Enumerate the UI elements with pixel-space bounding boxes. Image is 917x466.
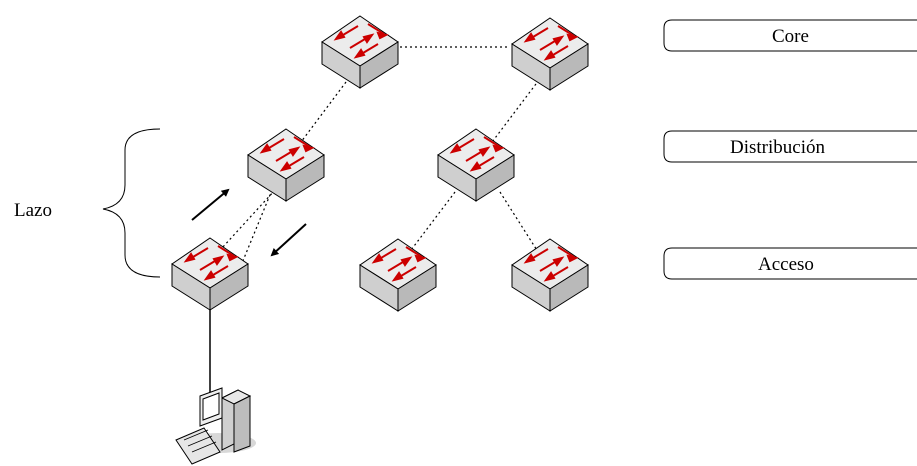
loop-arrow-up [191, 188, 230, 221]
link-loop-1 [221, 189, 276, 249]
loop-label: Lazo [14, 200, 52, 221]
distribution-switch-left-icon [247, 128, 325, 202]
link-core-distribution-left [294, 69, 356, 151]
pc-workstation-icon [175, 387, 256, 465]
core-switch-right-icon [511, 17, 589, 91]
link-loop-2 [239, 189, 273, 269]
connections [221, 46, 546, 269]
link-distribution-access-right [499, 191, 541, 256]
layer-label-access: Acceso [663, 247, 917, 280]
access-switch-loop-icon [171, 237, 249, 311]
loop-brace [102, 128, 161, 278]
loop-arrow-down [270, 223, 307, 257]
layer-label-core: Core [663, 19, 917, 52]
layer-label-access-text: Acceso [758, 254, 814, 275]
layer-label-core-text: Core [772, 26, 809, 47]
layer-label-distribution-text: Distribución [730, 137, 825, 158]
core-switch-left-icon [321, 15, 399, 89]
layer-label-distribution: Distribución [663, 130, 917, 163]
access-switch-right-icon [511, 238, 589, 312]
link-distribution-access-left [404, 191, 456, 259]
distribution-switch-right-icon [437, 128, 515, 202]
access-switch-middle-icon [359, 238, 437, 312]
